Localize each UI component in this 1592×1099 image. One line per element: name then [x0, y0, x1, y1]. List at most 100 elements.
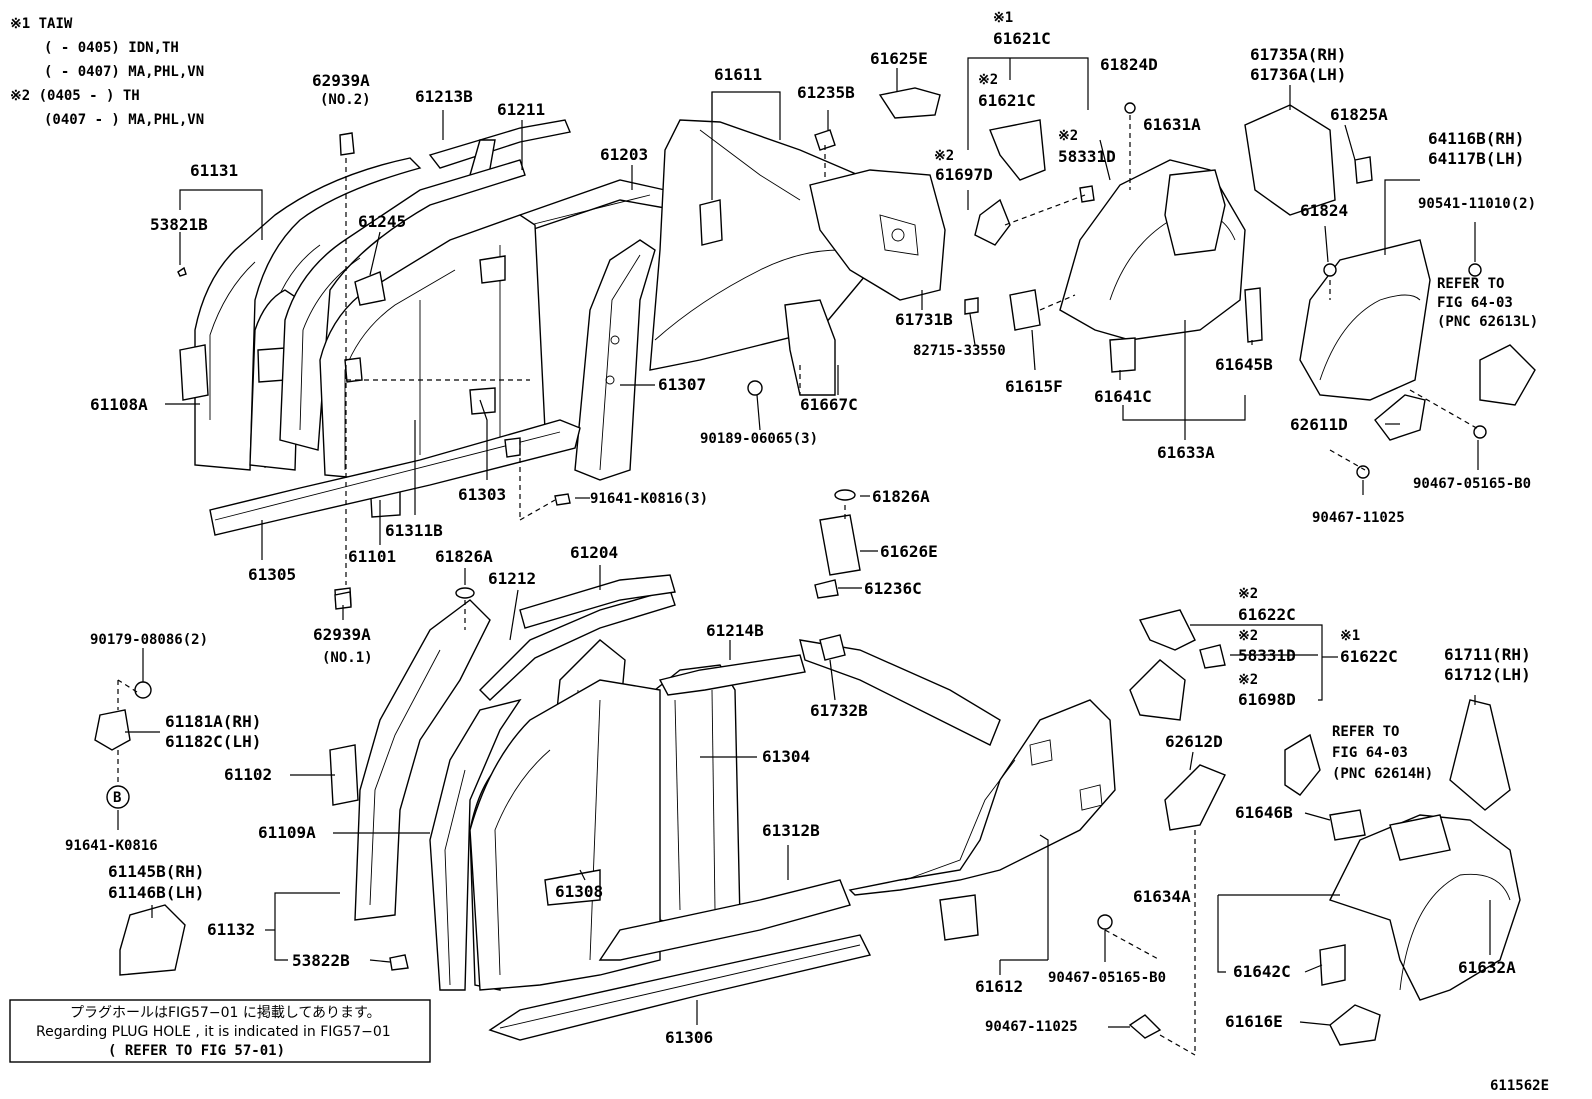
label-61826a-left: 61826A [435, 547, 493, 566]
label-61824: 61824 [1300, 201, 1348, 220]
label-90467-11025-bottom: 90467-11025 [985, 1019, 1078, 1035]
label-61304: 61304 [762, 747, 810, 766]
label-61145b: 61145B(RH) [108, 862, 204, 881]
label-61631a: 61631A [1143, 115, 1201, 134]
label-90189: 90189-06065(3) [700, 431, 818, 447]
ref-2-line-2: FIG 64-03 [1332, 745, 1408, 761]
label-61211: 61211 [497, 100, 545, 119]
circle-b-label: B [113, 790, 121, 806]
label-61213b: 61213B [415, 87, 473, 106]
mark-2-f: ※2 [1238, 672, 1258, 688]
figure-id: 611562E [1490, 1078, 1549, 1094]
bolt-90467-top [1356, 465, 1370, 479]
bracket-61235b [814, 129, 836, 151]
clip-58331d [1079, 185, 1095, 203]
wheelhouse-outer-top [1059, 159, 1246, 341]
label-61633a: 61633A [1157, 443, 1215, 462]
bracket-61621c [989, 119, 1046, 181]
legend-line-5: (0407 - ) MA,PHL,VN [44, 112, 204, 128]
notice-jp: プラグホールはFIG57−01 に掲載してあります。 [70, 1005, 381, 1021]
plug-61826a-right [834, 489, 856, 501]
label-90541: 90541-11010(2) [1418, 196, 1536, 212]
roof-rail-bottom [479, 574, 676, 701]
label-61824d: 61824D [1100, 55, 1158, 74]
nut-90541 [1468, 263, 1482, 277]
pillar-b [574, 239, 656, 481]
label-61634a: 61634A [1133, 887, 1191, 906]
mark-2-c: ※2 [1058, 128, 1078, 144]
label-61667c: 61667C [800, 395, 858, 414]
quarter-inner-top [809, 169, 946, 301]
roof-side-bottom [658, 654, 806, 696]
label-61305: 61305 [248, 565, 296, 584]
legend-line-1: ※1 TAIW [10, 16, 73, 32]
plug-61825a [1354, 156, 1373, 184]
label-61182c: 61182C(LH) [165, 732, 261, 751]
dash-lines-top-left [345, 158, 556, 585]
label-61235b: 61235B [797, 83, 855, 102]
label-61612: 61612 [975, 977, 1023, 996]
label-61646b: 61646B [1235, 803, 1293, 822]
screw-90189 [747, 380, 763, 396]
label-82715: 82715-33550 [913, 343, 1006, 359]
part-61732b [819, 634, 846, 661]
label-61303: 61303 [458, 485, 506, 504]
label-90179: 90179-08086(2) [90, 632, 208, 648]
label-61632a: 61632A [1458, 958, 1516, 977]
label-61108a: 61108A [90, 395, 148, 414]
label-61245: 61245 [358, 212, 406, 231]
label-61698d: 61698D [1238, 690, 1296, 709]
label-90467-b0-bottom: 90467-05165-B0 [1048, 970, 1166, 986]
label-62939a-bottom: 62939A [313, 625, 371, 644]
small-brackets-top [334, 132, 571, 608]
legend-line-3: ( - 0407) MA,PHL,VN [44, 64, 204, 80]
label-61736a: 61736A(LH) [1250, 65, 1346, 84]
mark-2-a: ※2 [978, 72, 998, 88]
mark-2-d: ※2 [1238, 586, 1258, 602]
label-61181a: 61181A(RH) [165, 712, 261, 731]
label-61731b: 61731B [895, 310, 953, 329]
bracket-61236c [814, 579, 839, 599]
clip-58331d-bottom [1199, 644, 1226, 669]
bolt-90467-b0-bottom [1097, 914, 1113, 930]
plug-hole-notice: プラグホールはFIG57−01 に掲載してあります。 Regarding PLU… [9, 999, 431, 1063]
hinge-61181a [94, 709, 131, 751]
wheelhouse-bottom [1329, 814, 1521, 1001]
outer-front-panel-bottom [329, 599, 491, 921]
label-61308: 61308 [555, 882, 603, 901]
clip-82715 [964, 297, 979, 315]
label-61146b: 61146B(LH) [108, 883, 204, 902]
label-61204: 61204 [570, 543, 618, 562]
label-62611d: 62611D [1290, 415, 1348, 434]
label-61212: 61212 [488, 569, 536, 588]
clip-53821b [177, 266, 187, 277]
ref-1-line-3: (PNC 62613L) [1437, 314, 1538, 330]
label-58331d-b: 58331D [1238, 646, 1296, 665]
wheelhouse-inner-top [1299, 239, 1431, 401]
label-61132: 61132 [207, 920, 255, 939]
label-61306: 61306 [665, 1028, 713, 1047]
seal-61698d [1129, 659, 1186, 721]
label-53822b: 53822B [292, 951, 350, 970]
bracket-61645b [1244, 287, 1263, 343]
label-61645b: 61645B [1215, 355, 1273, 374]
label-53821b: 53821B [150, 215, 208, 234]
label-62612d: 62612D [1165, 732, 1223, 751]
label-61825a: 61825A [1330, 105, 1388, 124]
label-61735a: 61735A(RH) [1250, 45, 1346, 64]
label-61621c-b: 61621C [978, 91, 1036, 110]
bracket-61646b [1329, 809, 1366, 841]
bracket-61625e [878, 87, 941, 119]
bracket-61612 [939, 894, 979, 941]
label-90467-11025-top: 90467-11025 [1312, 510, 1405, 526]
bracket-61641c [1109, 337, 1136, 373]
rocker-61306 [488, 934, 872, 1041]
circle-b-ref [106, 785, 130, 809]
rocker-inner-61312b [598, 879, 851, 961]
label-61131: 61131 [190, 161, 238, 180]
plug-62939a-bottom [334, 591, 352, 610]
label-90467-b0-top: 90467-05165-B0 [1413, 476, 1531, 492]
legend: ※1 TAIW ( - 0405) IDN,TH ( - 0407) MA,PH… [10, 16, 204, 128]
label-64116b: 64116B(RH) [1428, 129, 1524, 148]
label-61102: 61102 [224, 765, 272, 784]
